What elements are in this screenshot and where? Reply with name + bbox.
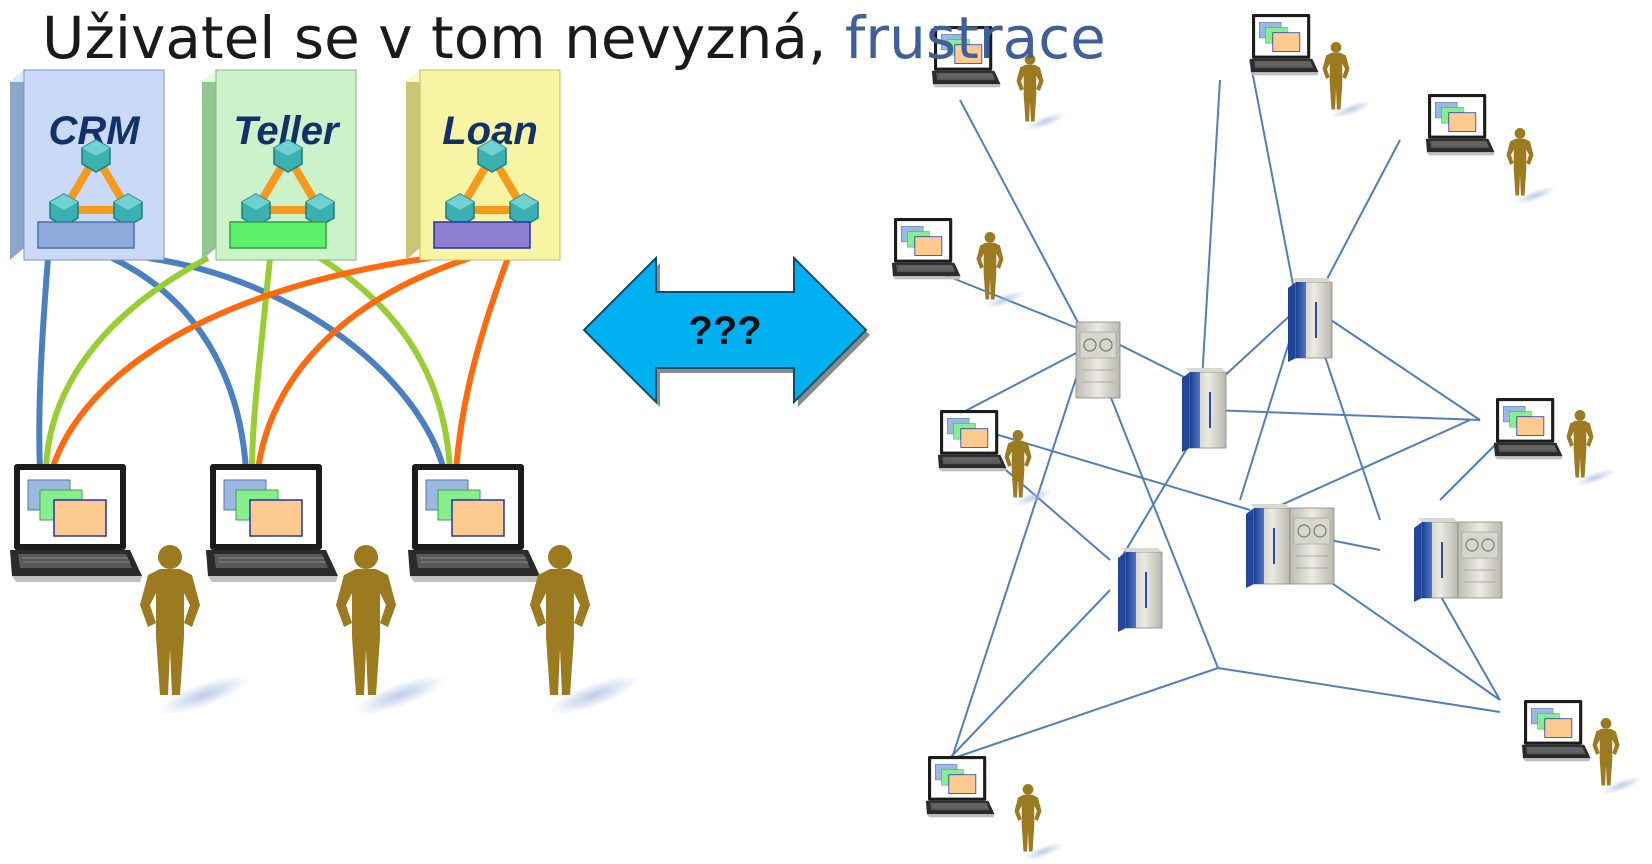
person-icon: [1566, 410, 1618, 490]
network-user: [1494, 398, 1618, 490]
app-panel: [433, 221, 531, 249]
server-icon: [1287, 277, 1333, 363]
double-arrow: ???: [582, 255, 870, 407]
server-icon: [1245, 503, 1291, 589]
person-icon: [1322, 42, 1374, 122]
network-user: [938, 410, 1056, 510]
crm-link: [147, 255, 447, 471]
laptop-icon: [9, 463, 143, 583]
app-connections: [36, 255, 511, 471]
laptop-icon: [1494, 398, 1563, 459]
loan-link: [453, 256, 511, 471]
network-user: [892, 218, 1028, 312]
laptop-icon: [205, 463, 339, 583]
network-user: [1426, 94, 1558, 208]
network-user: [1250, 14, 1374, 122]
network-users: [892, 14, 1644, 864]
network-servers: [1075, 277, 1503, 633]
app-box-loan: Loan: [406, 69, 561, 261]
person-icon: [1004, 430, 1056, 510]
loan-link: [49, 255, 431, 471]
title-accent: frustrace: [845, 4, 1106, 72]
network-user: [1522, 700, 1644, 798]
crm-link: [110, 255, 249, 471]
app-box-teller: Teller: [202, 69, 357, 261]
title-text: Uživatel se v tom nevyzná,: [42, 4, 845, 72]
person-icon: [1506, 128, 1558, 208]
laptop-icon: [926, 756, 995, 817]
person-icon: [1592, 718, 1644, 798]
laptop-icon: [938, 410, 1007, 471]
laptop-icon: [1426, 94, 1495, 155]
server-icon: [1075, 321, 1121, 399]
person-icon: [530, 545, 644, 723]
slide-title: Uživatel se v tom nevyzná, frustrace: [42, 4, 1106, 72]
server-icon: [1117, 547, 1163, 633]
network-user: [926, 756, 1066, 864]
app-panel: [37, 221, 135, 249]
person-icon: [1014, 784, 1066, 864]
teller-link: [43, 255, 210, 471]
app-box-crm: CRM: [10, 69, 165, 261]
person-icon: [976, 232, 1028, 312]
laptop-icon: [407, 463, 541, 583]
laptop-icon: [1522, 700, 1591, 761]
server-icon: [1413, 517, 1459, 603]
arrow-label: ???: [688, 309, 761, 353]
app-panel: [229, 221, 327, 249]
teller-link: [318, 255, 453, 471]
server-icon: [1457, 521, 1503, 599]
server-icon: [1289, 507, 1335, 585]
laptop-icon: [1250, 14, 1319, 75]
laptop-icon: [892, 218, 961, 279]
loan-link: [255, 255, 471, 471]
crm-link: [36, 257, 51, 471]
server-icon: [1181, 367, 1227, 453]
